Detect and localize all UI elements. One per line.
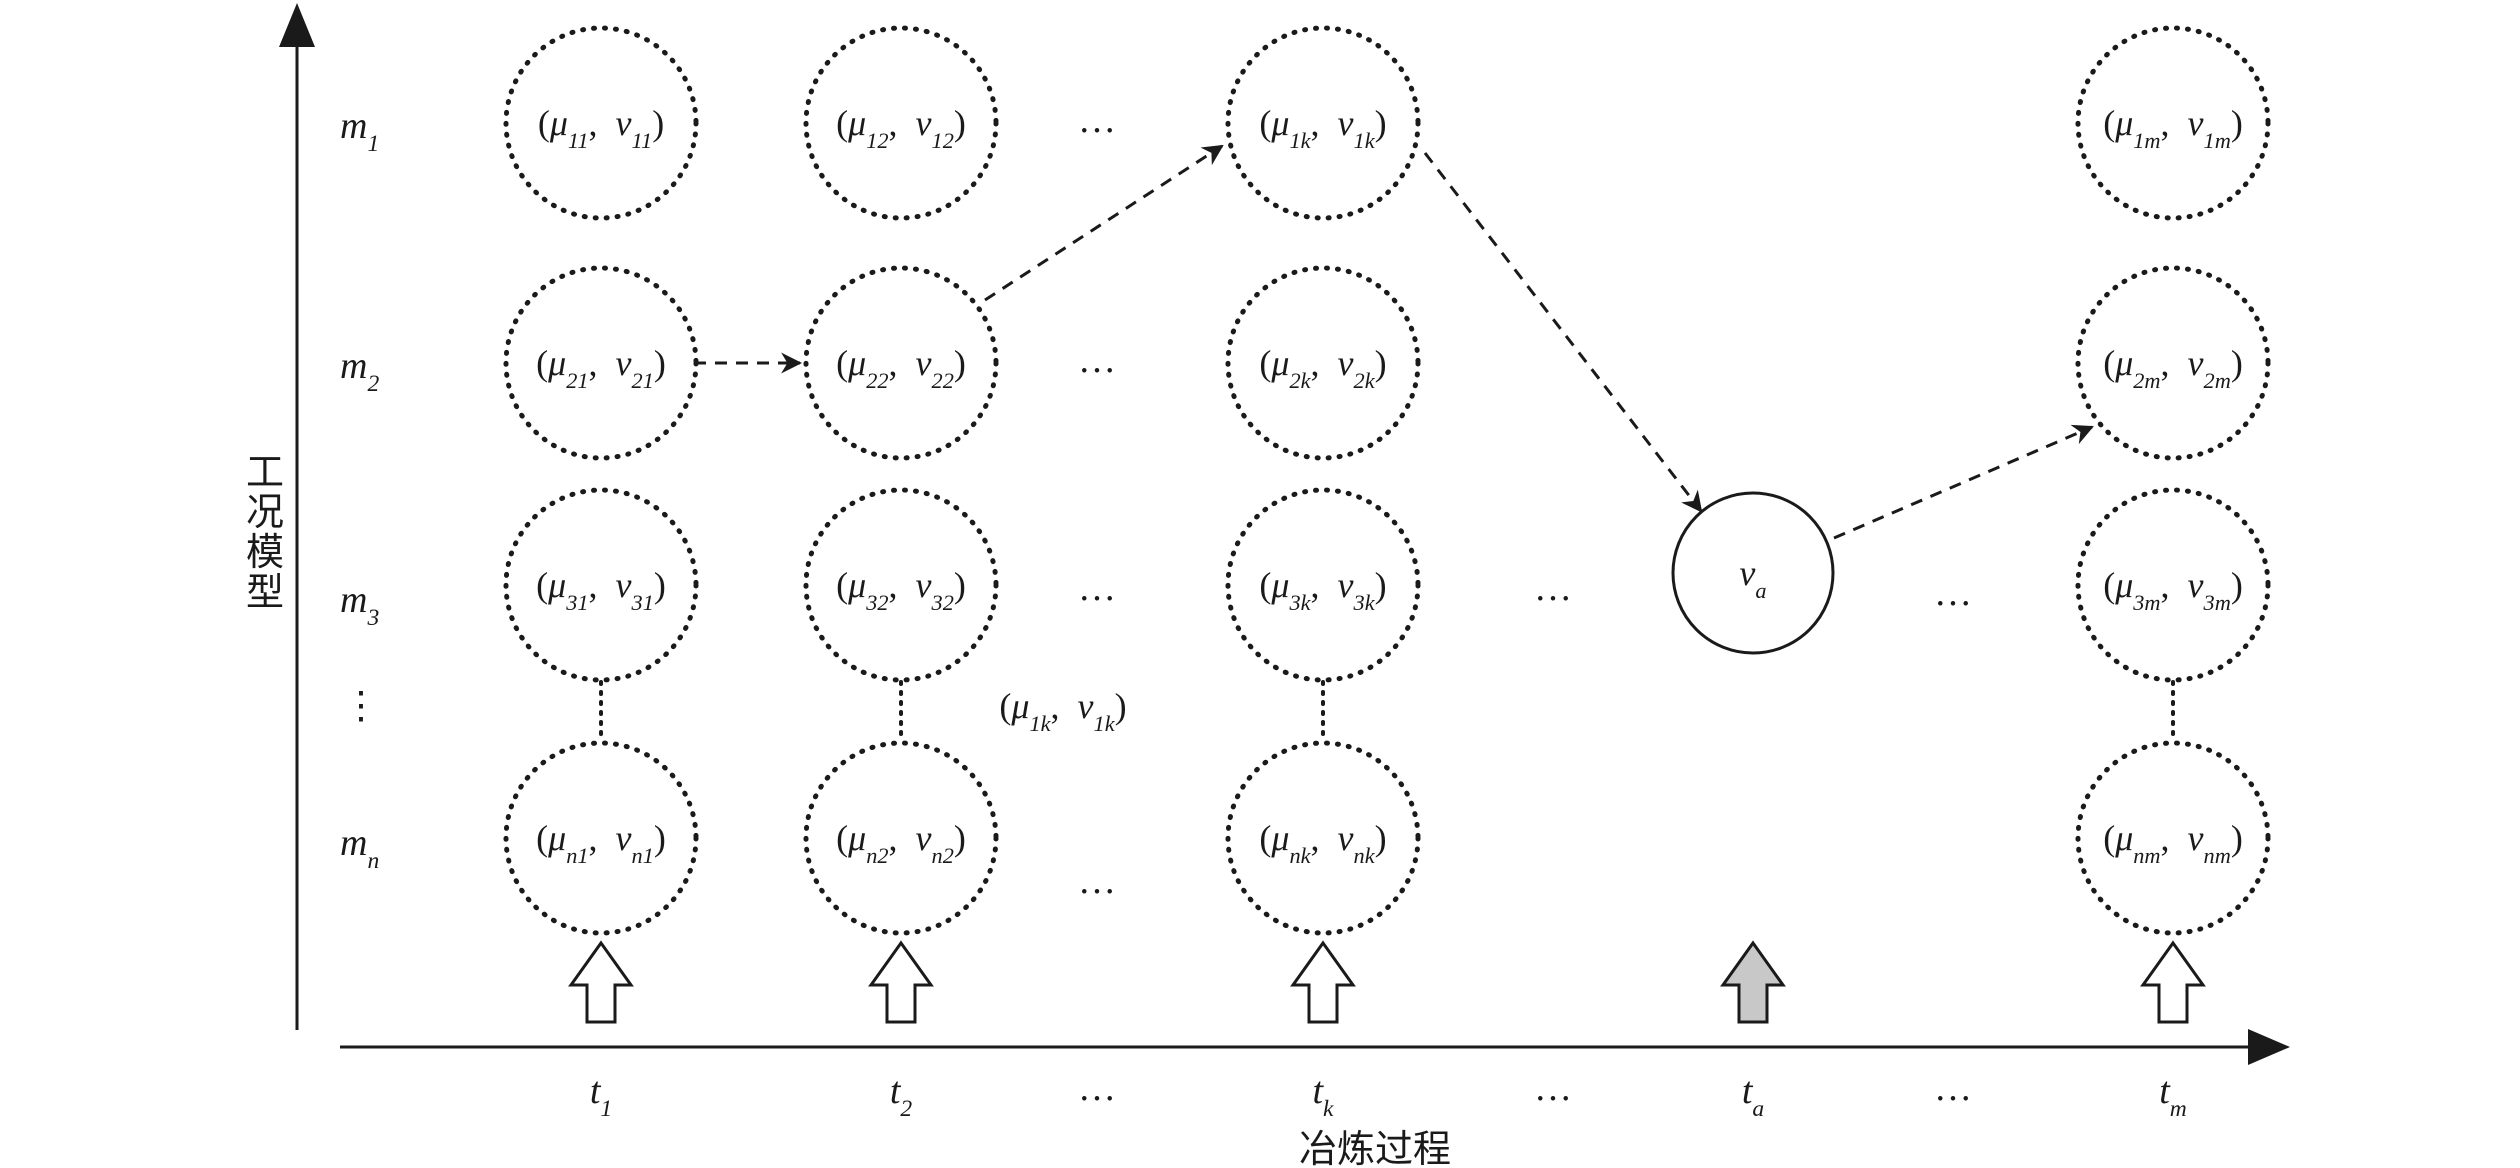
- column-label: ta: [1742, 1070, 1764, 1122]
- state-node-circle: [803, 740, 999, 936]
- row-labels: m1 m2 m3 ⋮ mn: [340, 105, 380, 874]
- state-node: (μ31, v31): [503, 487, 699, 683]
- y-axis-title-char: 型: [246, 570, 284, 614]
- state-node-circle: [2075, 265, 2271, 461]
- x-axis-arrow-icon: [2248, 1029, 2290, 1065]
- column-label: …: [1534, 1067, 1572, 1109]
- state-node-circle: [803, 265, 999, 461]
- state-node-label: (μn1, vn1): [536, 818, 666, 868]
- axes: [279, 3, 2290, 1065]
- state-node: (μ22, v22): [803, 265, 999, 461]
- state-node-circle: [1225, 487, 1421, 683]
- row-label: m1: [340, 105, 379, 157]
- state-node-label: (μ3k, v3k): [1259, 565, 1386, 615]
- state-node-label: (μn2, vn2): [836, 818, 966, 868]
- ellipsis-marker: …: [1934, 572, 1972, 614]
- state-node: (μ2k, v2k): [1225, 265, 1421, 461]
- state-node: (μn2, vn2): [803, 740, 999, 936]
- state-node: (μnm, vnm): [2075, 740, 2271, 936]
- state-node-label: (μ12, v12): [836, 103, 966, 153]
- state-node: (μ11, v11): [503, 25, 699, 221]
- state-node-circle: [2075, 25, 2271, 221]
- row-label: mn: [340, 822, 379, 874]
- state-node-circle: [1225, 25, 1421, 221]
- state-node-label: (μ22, v22): [836, 343, 966, 393]
- column-label: …: [1934, 1067, 1972, 1109]
- y-axis-arrow-icon: [279, 3, 315, 47]
- input-arrow-icon: [868, 940, 934, 1024]
- vertical-connectors: [599, 680, 2175, 744]
- node-grid: (μ11, v11) (μ12, v12) (μ1k, v1k) (μ1m, v1m)…: [503, 25, 2271, 936]
- x-axis-title: 冶炼过程: [1299, 1127, 1451, 1168]
- column-labels: t1 t2 … tk … ta … tm: [590, 1067, 2187, 1122]
- y-axis-title-char: 模: [246, 530, 284, 574]
- grid-ellipses: … … … … … …: [1078, 99, 1972, 902]
- state-node: (μ3m, v3m): [2075, 487, 2271, 683]
- ellipsis-marker: …: [1078, 860, 1116, 902]
- column-label: tk: [1312, 1070, 1334, 1122]
- state-node-label: (μnk, vnk): [1259, 818, 1386, 868]
- state-node: (μ12, v12): [803, 25, 999, 221]
- state-node-label: (μ2m, v2m): [2103, 343, 2243, 393]
- row-label: m3: [340, 579, 379, 631]
- path-segment-22-1k: [984, 144, 1224, 302]
- state-node-label: (μ21, v21): [536, 343, 666, 393]
- input-arrow-icon: [2140, 940, 2206, 1024]
- state-node-label: (μ32, v32): [836, 565, 966, 615]
- state-node-label: (μ1k, v1k): [1259, 103, 1386, 153]
- state-node-label: (μ1m, v1m): [2103, 103, 2243, 153]
- state-node: (μn1, vn1): [503, 740, 699, 936]
- path-segment-1k-va: [1423, 152, 1703, 513]
- input-arrows: [568, 940, 2206, 1024]
- column-label: …: [1078, 1067, 1116, 1109]
- column-label: t1: [590, 1070, 612, 1122]
- y-axis-title-char: 工: [246, 450, 284, 494]
- actual-node-circle: [1671, 491, 1835, 655]
- state-node-label: (μnm, vnm): [2103, 818, 2243, 868]
- row-label: ⋮: [342, 685, 380, 727]
- state-node: (μ1k, v1k): [1225, 25, 1421, 221]
- state-node-circle: [2075, 740, 2271, 936]
- state-node-circle: [803, 487, 999, 683]
- ellipsis-marker: …: [1078, 99, 1116, 141]
- column-label: tm: [2159, 1070, 2187, 1122]
- state-node-circle: [503, 25, 699, 221]
- state-node-circle: [2075, 487, 2271, 683]
- state-node-circle: [803, 25, 999, 221]
- state-node-label: (μ11, v11): [538, 103, 664, 153]
- ellipsis-marker: …: [1078, 339, 1116, 381]
- state-node: (μ1m, v1m): [2075, 25, 2271, 221]
- input-arrow-icon: [568, 940, 634, 1024]
- ellipsis-marker: …: [1534, 567, 1572, 609]
- actual-node-label: va: [1739, 553, 1766, 603]
- state-node-circle: [1225, 265, 1421, 461]
- state-node-circle: [503, 487, 699, 683]
- state-node-label: (μ31, v31): [536, 565, 666, 615]
- actual-input-arrow-icon: [1720, 940, 1786, 1024]
- input-arrow-icon: [1290, 940, 1356, 1024]
- state-node-circle: [1225, 740, 1421, 936]
- state-node: (μ3k, v3k): [1225, 487, 1421, 683]
- state-node-circle: [503, 740, 699, 936]
- state-node-label: (μ3m, v3m): [2103, 565, 2243, 615]
- state-node: (μ2m, v2m): [2075, 265, 2271, 461]
- column-label: t2: [890, 1070, 913, 1122]
- y-axis-title-char: 况: [246, 490, 284, 534]
- state-node: (μnk, vnk): [1225, 740, 1421, 936]
- floating-node-label: (μ1k, v1k): [999, 686, 1126, 736]
- path-segment-va-2m: [1833, 424, 2094, 540]
- state-node: (μ32, v32): [803, 487, 999, 683]
- state-node: (μ21, v21): [503, 265, 699, 461]
- state-node-label: (μ2k, v2k): [1259, 343, 1386, 393]
- transition-path: [694, 144, 2094, 540]
- row-label: m2: [340, 345, 379, 397]
- ellipsis-marker: …: [1078, 567, 1116, 609]
- actual-node: va: [1671, 491, 1835, 655]
